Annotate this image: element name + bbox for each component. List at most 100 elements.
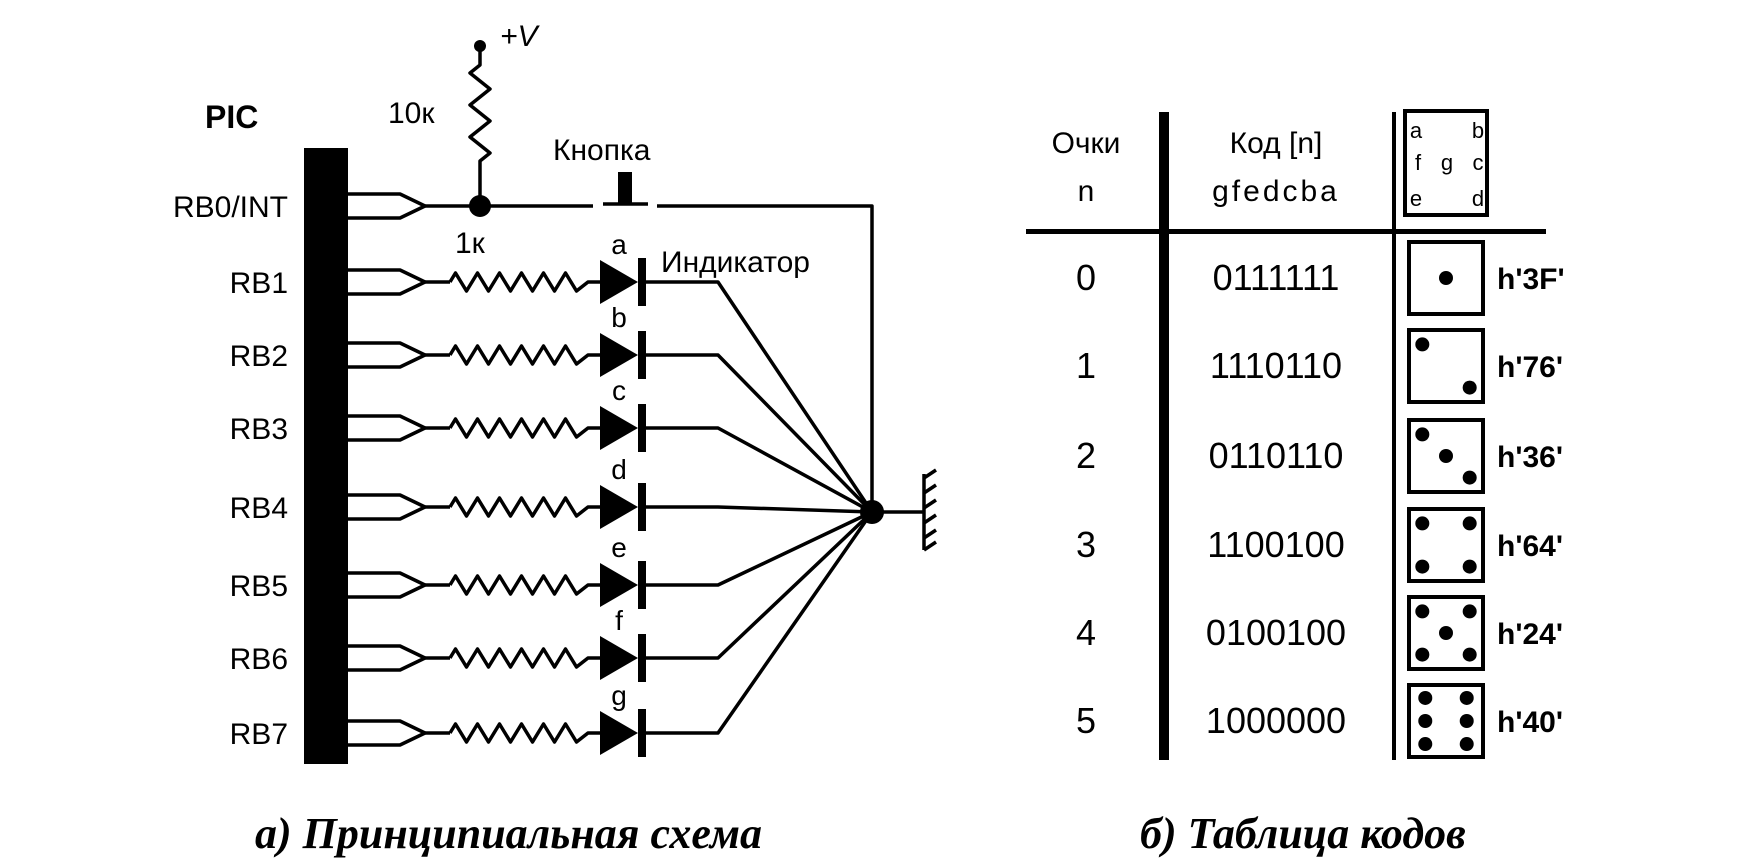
pin-label-rb7: RB7 <box>230 718 288 751</box>
dice-pip <box>1415 647 1430 662</box>
led-row-e: e <box>425 510 873 609</box>
led-return-wire <box>646 353 874 514</box>
led-letter-e: e <box>611 532 627 563</box>
pin-stub <box>348 414 427 442</box>
segment-letter-a: a <box>1410 118 1423 143</box>
led-return-wire <box>646 505 873 514</box>
series-resistor <box>448 574 600 596</box>
dice-frame <box>1407 683 1485 759</box>
dice-pip <box>1459 690 1474 705</box>
dice-frame <box>1407 595 1485 671</box>
dice-pip <box>1415 516 1430 531</box>
segment-letter-g: g <box>1441 150 1453 175</box>
table-caption: б) Таблица кодов <box>1140 809 1466 858</box>
led-b <box>600 333 638 377</box>
col-points-header: Очки <box>1052 127 1121 160</box>
led-letter-a: a <box>611 229 627 260</box>
pin-stub <box>348 192 427 220</box>
dice-pip <box>1462 559 1477 574</box>
points-value: 4 <box>1076 612 1096 653</box>
pin-wires <box>348 192 480 747</box>
pin-stub <box>348 571 427 599</box>
dice-pip <box>1415 337 1430 352</box>
pin-stub <box>348 341 427 369</box>
dice-frame <box>1407 507 1485 583</box>
led-cathode-bar <box>638 404 646 452</box>
series-resistor <box>448 722 600 744</box>
segment-letter-d: d <box>1472 186 1484 211</box>
led-row-a: a <box>425 229 874 513</box>
dice-pip <box>1439 626 1453 640</box>
hex-value: h'36' <box>1497 441 1563 474</box>
led-return-wire <box>646 426 873 514</box>
code-value: 0111111 <box>1213 257 1340 298</box>
series-resistor <box>448 417 600 439</box>
pin-label-rb6: RB6 <box>230 643 288 676</box>
led-cathode-bar <box>638 561 646 609</box>
series-resistor <box>448 496 600 518</box>
code-value: 1110110 <box>1210 345 1342 386</box>
led-letter-g: g <box>611 680 627 711</box>
chip-label: PIC <box>205 99 258 135</box>
dice-pip <box>1415 559 1430 574</box>
hex-value: h'76' <box>1497 351 1563 384</box>
supply-label: +V <box>500 20 541 53</box>
led-row-b: b <box>425 302 874 514</box>
led-letter-f: f <box>615 605 623 636</box>
pullup-resistor <box>468 46 492 202</box>
segment-letter-e: e <box>1410 186 1422 211</box>
dice-pip <box>1462 380 1477 395</box>
points-value: 0 <box>1076 257 1096 298</box>
led-cathode-bar <box>638 483 646 531</box>
dice-face-2 <box>1407 328 1485 404</box>
dice-face-6 <box>1407 683 1485 759</box>
pin-label-rb0-int: RB0/INT <box>173 191 288 224</box>
led-return-wire <box>646 510 874 735</box>
dice-pip <box>1439 449 1453 463</box>
dice-frame <box>1407 328 1485 404</box>
led-cathode-bar <box>638 634 646 682</box>
led-row-f: f <box>425 510 874 682</box>
led-cathode-bar <box>638 258 646 306</box>
dice-pip <box>1462 516 1477 531</box>
table-row: 0 0111111 h'3F' <box>1076 240 1565 316</box>
led-row-c: c <box>425 375 873 514</box>
dice-pip <box>1459 737 1474 752</box>
points-value: 2 <box>1076 435 1096 476</box>
led-letter-c: c <box>612 375 626 406</box>
code-value: 1000000 <box>1206 700 1346 741</box>
dice-frame <box>1407 240 1485 316</box>
button-return-wire <box>657 204 874 512</box>
dice-pip <box>1415 604 1430 619</box>
pin-label-rb1: RB1 <box>230 267 288 300</box>
hex-value: h'40' <box>1497 706 1563 739</box>
dice-pip <box>1462 470 1477 485</box>
led-rows: a b c d e f g <box>425 229 874 757</box>
led-letter-b: b <box>611 302 627 333</box>
dice-face-1 <box>1407 240 1485 316</box>
led-row-d: d <box>425 454 873 531</box>
dice-pip <box>1418 714 1433 728</box>
pin-stub <box>348 268 427 296</box>
col-points-subheader: n <box>1078 175 1095 208</box>
dice-pip <box>1459 714 1474 728</box>
pin-label-rb4: RB4 <box>230 492 288 525</box>
dice-face-4 <box>1407 507 1485 583</box>
hex-value: h'3F' <box>1497 263 1565 296</box>
led-return-wire <box>646 510 873 587</box>
button-label: Кнопка <box>553 134 651 167</box>
hex-value: h'64' <box>1497 530 1563 563</box>
led-return-wire <box>646 280 874 513</box>
pin-stub <box>348 493 427 521</box>
schematic-caption: а) Принципиальная схема <box>255 809 762 858</box>
pullup-resistor-label: 10к <box>388 97 435 130</box>
led-letter-d: d <box>611 454 627 485</box>
